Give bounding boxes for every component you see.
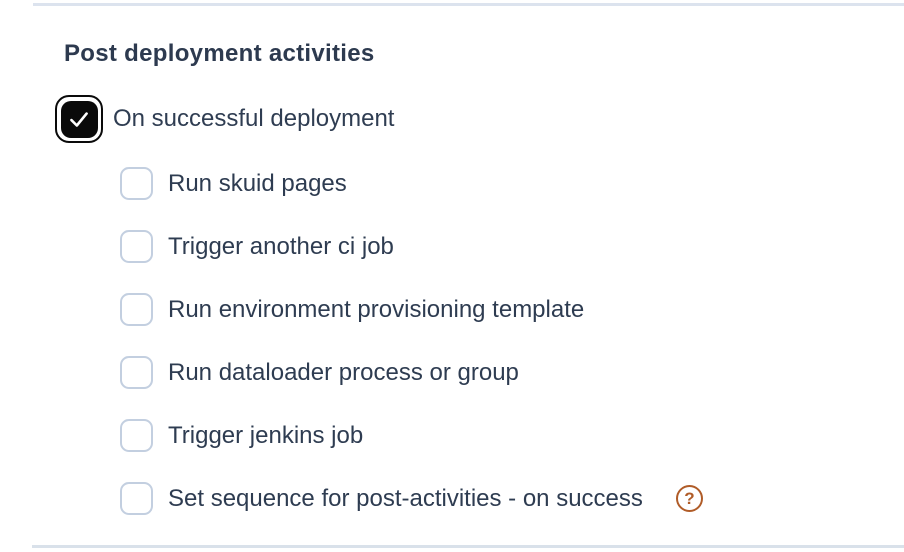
check-icon xyxy=(70,112,88,127)
checkbox-unchecked[interactable] xyxy=(120,230,153,263)
option-label: Trigger another ci job xyxy=(168,232,394,260)
checkbox-unchecked[interactable] xyxy=(120,356,153,389)
option-run-skuid-pages[interactable]: Run skuid pages xyxy=(120,167,703,200)
child-options-list: Run skuid pages Trigger another ci job R… xyxy=(120,167,703,515)
option-set-sequence-post-activities-on-success[interactable]: Set sequence for post-activities - on su… xyxy=(120,482,703,515)
top-divider xyxy=(33,3,904,6)
option-label: Set sequence for post-activities - on su… xyxy=(168,484,643,512)
option-label: Trigger jenkins job xyxy=(168,421,364,449)
checkbox-focus-ring[interactable] xyxy=(55,95,103,143)
option-label: Run skuid pages xyxy=(168,169,347,197)
checkbox-unchecked[interactable] xyxy=(120,167,153,200)
option-run-dataloader-process-or-group[interactable]: Run dataloader process or group xyxy=(120,356,703,389)
option-label: Run environment provisioning template xyxy=(168,295,585,323)
option-run-environment-provisioning-template[interactable]: Run environment provisioning template xyxy=(120,293,703,326)
help-icon[interactable]: ? xyxy=(675,485,703,512)
checkbox-unchecked[interactable] xyxy=(120,293,153,326)
checkbox-checked[interactable] xyxy=(60,100,98,138)
option-on-successful-deployment[interactable]: On successful deployment xyxy=(55,95,394,143)
checkbox-unchecked[interactable] xyxy=(120,482,153,515)
option-trigger-jenkins-job[interactable]: Trigger jenkins job xyxy=(120,419,703,452)
option-label: On successful deployment xyxy=(113,105,395,132)
option-trigger-another-ci-job[interactable]: Trigger another ci job xyxy=(120,230,703,263)
option-label: Run dataloader process or group xyxy=(168,358,519,386)
section-title: Post deployment activities xyxy=(64,40,375,67)
checkbox-unchecked[interactable] xyxy=(120,419,153,452)
bottom-divider xyxy=(32,545,904,548)
